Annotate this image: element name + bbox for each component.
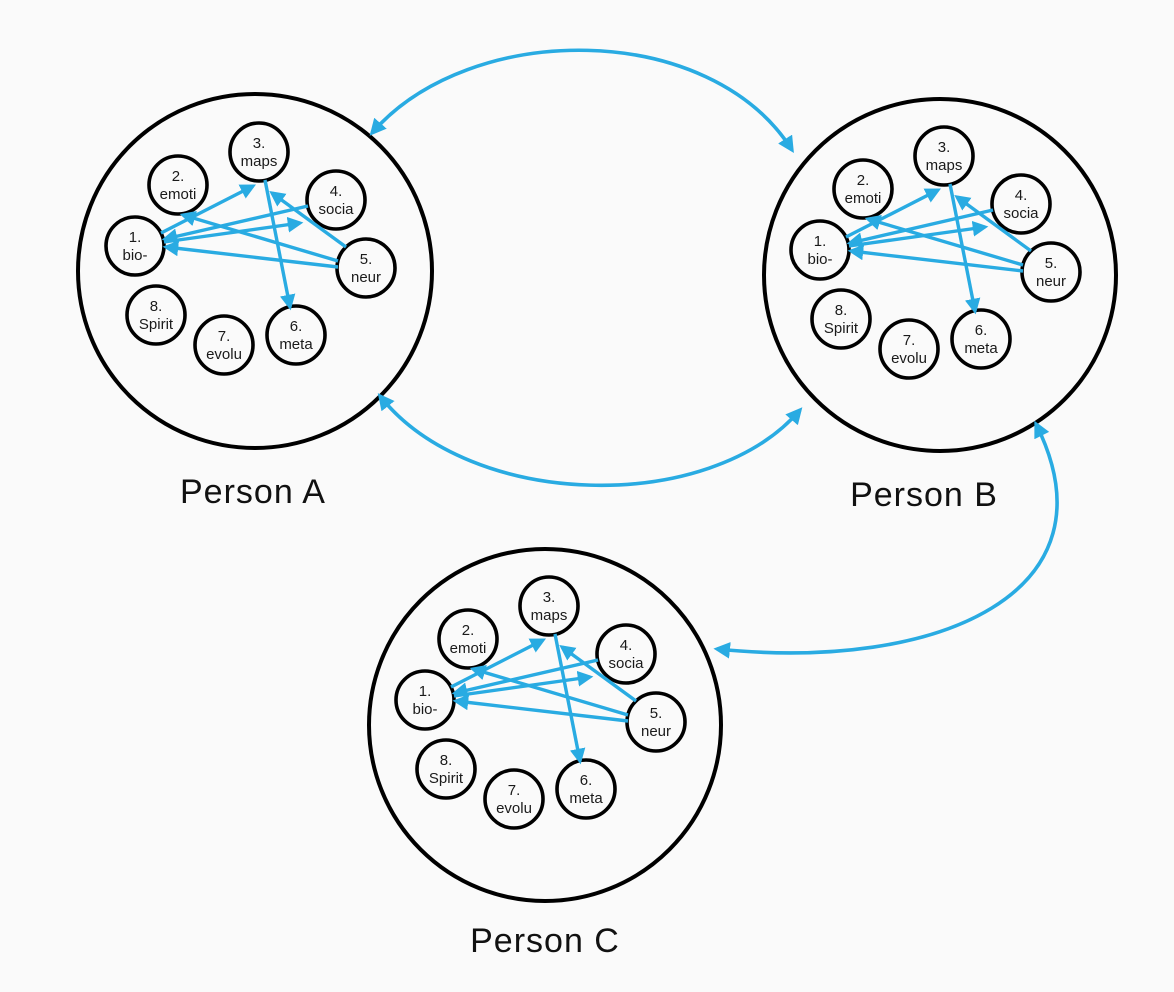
person-C-arrow-3-to-6 <box>553 633 586 765</box>
person-C-arrow-5-to-1 <box>452 694 629 723</box>
person-C-node-3-circle <box>518 575 580 637</box>
person-B-node-1-circle <box>789 219 851 281</box>
person-C-node-1-label: 1.bio- <box>412 683 437 718</box>
person-B-node-6-label: 6.meta <box>964 322 998 357</box>
person-B-node-7-circle <box>878 318 940 380</box>
person-B-node-4-label: 4.socia <box>1003 187 1039 222</box>
person-B-arrow-5-to-2 <box>864 214 1024 267</box>
person-A-node-4-circle <box>305 169 367 231</box>
person-A-outline <box>76 92 434 450</box>
person-C-node-7-label: 7.evolu <box>496 782 532 817</box>
person-A-arrow-5-to-1 <box>162 240 339 269</box>
person-A-node-3-label: 3.maps <box>241 135 278 170</box>
person-A-arrow-3-to-6 <box>263 179 296 311</box>
link-arrow-A-B-top <box>369 48 794 154</box>
person-B-arrow-3-to-6 <box>948 183 981 315</box>
person-C-arrow-5-to-3 <box>559 644 638 703</box>
person-C-arrow-5-to-2 <box>469 664 629 717</box>
link-arrow-C-B-right <box>713 420 1059 659</box>
person-A-node-8-circle <box>125 284 187 346</box>
person-B-label: Person B <box>850 476 998 514</box>
person-B-node-1-label: 1.bio- <box>807 233 832 268</box>
person-C-node-1-circle <box>394 669 456 731</box>
person-B-arrow-5-to-1 <box>847 244 1024 273</box>
person-C-node-2-label: 2.emoti <box>450 622 487 657</box>
person-A-node-2-circle <box>147 154 209 216</box>
person-group-B: 1.bio- 2.emoti 3.maps 4.socia 5.neur 6.meta 7.… <box>762 97 1118 514</box>
person-C-arrow-1-to-3 <box>450 638 547 689</box>
person-B-node-2-circle <box>832 158 894 220</box>
person-group-A: 1.bio- 2.emoti 3.maps 4.socia 5.neur 6.meta 7.… <box>76 92 434 511</box>
person-A-label: Person A <box>180 473 326 511</box>
person-C-node-4-circle <box>595 623 657 685</box>
person-A-node-2-label: 2.emoti <box>160 168 197 203</box>
person-B-node-5-circle <box>1020 241 1082 303</box>
person-C-node-8-circle <box>415 738 477 800</box>
person-B-node-6-circle <box>950 308 1012 370</box>
person-B-arrow-5-to-3 <box>954 194 1033 253</box>
person-C-node-3-label: 3.maps <box>531 589 568 624</box>
person-B-arrow-1-to-3 <box>845 188 942 239</box>
link-arrow-A-B-bottom <box>377 393 803 488</box>
person-B-node-2-label: 2.emoti <box>845 172 882 207</box>
person-C-node-7-circle <box>483 768 545 830</box>
person-C-node-2-circle <box>437 608 499 670</box>
person-A-node-6-label: 6.meta <box>279 318 313 353</box>
person-group-C: 1.bio- 2.emoti 3.maps 4.socia 5.neur 6.meta 7.… <box>367 547 723 960</box>
person-A-arrow-4-to-1 <box>161 204 309 244</box>
person-C-node-5-label: 5.neur <box>641 705 671 740</box>
person-A-node-1-label: 1.bio- <box>122 229 147 264</box>
person-C-arrow-1-to-4 <box>453 670 594 698</box>
person-A-node-3-circle <box>228 121 290 183</box>
person-B-arrow-4-to-1 <box>846 208 994 248</box>
diagram-root: 1.bio- 2.emoti 3.maps 4.socia 5.neur 6.meta 7.… <box>76 48 1118 960</box>
person-C-node-5-circle <box>625 691 687 753</box>
person-B-node-5-label: 5.neur <box>1036 255 1066 290</box>
person-B-node-8-circle <box>810 288 872 350</box>
person-A-node-5-circle <box>335 237 397 299</box>
person-A-node-4-label: 4.socia <box>318 183 354 218</box>
person-A-node-7-label: 7.evolu <box>206 328 242 363</box>
person-A-arrow-5-to-3 <box>269 190 348 249</box>
person-B-arrow-1-to-4 <box>848 220 989 248</box>
person-A-node-8-label: 8.Spirit <box>139 298 174 333</box>
person-A-node-5-label: 5.neur <box>351 251 381 286</box>
person-C-node-8-label: 8.Spirit <box>429 752 464 787</box>
person-A-node-1-circle <box>104 215 166 277</box>
person-C-outline <box>367 547 723 903</box>
person-A-arrow-1-to-3 <box>160 184 257 235</box>
person-A-node-6-circle <box>265 304 327 366</box>
person-A-node-7-circle <box>193 314 255 376</box>
person-C-node-6-label: 6.meta <box>569 772 603 807</box>
person-B-node-7-label: 7.evolu <box>891 332 927 367</box>
person-B-node-8-label: 8.Spirit <box>824 302 859 337</box>
person-A-arrow-1-to-4 <box>163 216 304 244</box>
person-B-node-4-circle <box>990 173 1052 235</box>
person-C-arrow-4-to-1 <box>451 658 599 698</box>
person-B-node-3-label: 3.maps <box>926 139 963 174</box>
person-A-arrow-5-to-2 <box>179 210 339 263</box>
person-C-node-4-label: 4.socia <box>608 637 644 672</box>
person-C-node-6-circle <box>555 758 617 820</box>
person-C-label: Person C <box>470 922 620 960</box>
person-B-node-3-circle <box>913 125 975 187</box>
